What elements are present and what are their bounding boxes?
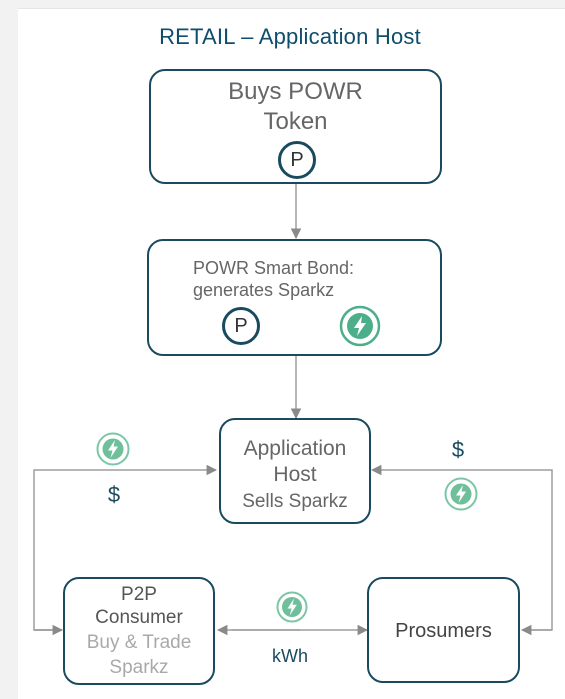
lightning-bolt-icon — [276, 591, 308, 623]
currency-label-left: $ — [107, 482, 121, 507]
diagram-title: RETAIL – Application Host — [159, 24, 421, 49]
lightning-bolt-icon — [339, 305, 381, 347]
node-prosumers: Prosumers — [367, 577, 520, 683]
node-application-host: Application Host Sells Sparkz — [219, 418, 371, 524]
node-host-line3: Sells Sparkz — [242, 491, 348, 512]
node-bond-line1: POWR Smart Bond: — [193, 258, 355, 278]
node-consumer-line4: Sparkz — [109, 657, 169, 678]
power-token-p-icon: P — [222, 307, 260, 345]
node-bond-line2: generates Sparkz — [193, 280, 335, 300]
node-buys-line1: Buys POWR — [228, 78, 363, 105]
node-p2p-consumer: P2P Consumer Buy & Trade Sparkz — [63, 577, 215, 685]
node-prosumers-label: Prosumers — [395, 620, 492, 642]
lightning-bolt-icon — [96, 432, 130, 466]
node-host-line1: Application — [243, 437, 347, 460]
node-buys-line2: Token — [263, 108, 328, 135]
node-buys-powr-token: Buys POWR Token P — [149, 69, 442, 184]
node-consumer-line2: Consumer — [95, 607, 183, 628]
currency-label-right: $ — [451, 437, 465, 462]
node-consumer-line1: P2P — [121, 584, 157, 605]
node-powr-smart-bond: POWR Smart Bond: generates Sparkz P — [147, 239, 442, 356]
lightning-bolt-icon — [444, 477, 478, 511]
power-token-p-icon: P — [278, 141, 316, 179]
node-consumer-line3: Buy & Trade — [86, 632, 192, 653]
energy-unit-label: kWh — [272, 646, 308, 666]
node-host-line2: Host — [273, 463, 317, 486]
